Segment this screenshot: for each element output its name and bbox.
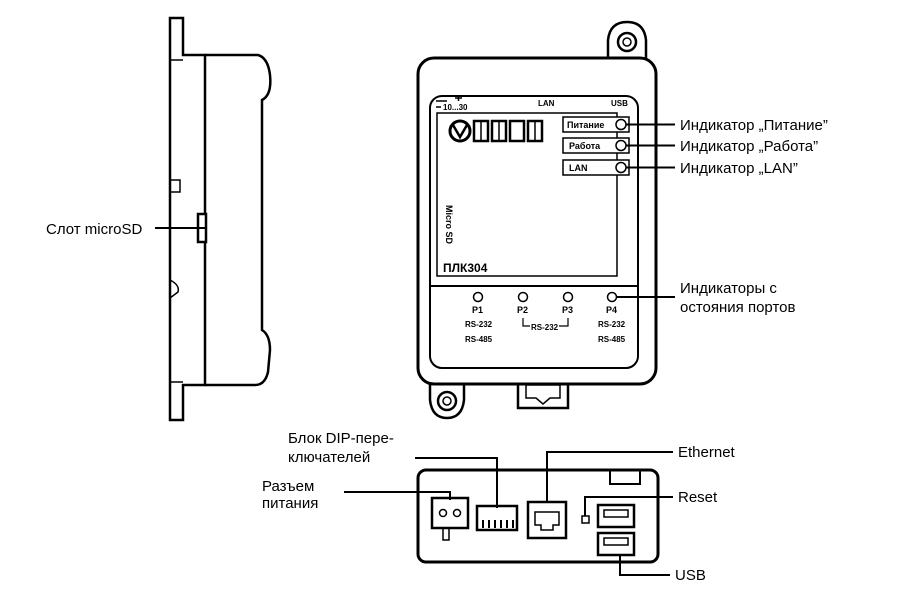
p4-rs485: RS-485 xyxy=(598,335,626,344)
callout-ports-line1: Индикаторы с xyxy=(680,280,777,297)
p1-rs232: RS-232 xyxy=(465,320,493,329)
p2-p3-bracket xyxy=(522,318,569,327)
port-p3: P3 xyxy=(562,305,573,315)
indicator-work-label: Работа xyxy=(569,141,601,151)
callout-power-indicator: Индикатор „Питание” xyxy=(680,117,828,134)
callout-power-conn-line2: питания xyxy=(262,495,318,512)
power-range-label: 10...30 xyxy=(443,103,468,112)
indicator-lan-label: LAN xyxy=(569,163,588,173)
callout-dip-line2: ключателей xyxy=(288,449,370,466)
top-lan-label: LAN xyxy=(538,99,555,108)
indicator-power-label: Питание xyxy=(567,120,604,130)
callout-lan-indicator: Индикатор „LAN” xyxy=(680,160,798,177)
callout-usb: USB xyxy=(675,567,706,584)
callout-reset: Reset xyxy=(678,489,718,506)
callout-dip-line1: Блок DIP-пере- xyxy=(288,430,394,447)
indicator-lan: LAN xyxy=(562,159,630,176)
callout-work-indicator: Индикатор „Работа” xyxy=(680,138,818,155)
port-p4: P4 xyxy=(606,305,617,315)
top-usb-label: USB xyxy=(611,99,628,108)
port-p2: P2 xyxy=(517,305,528,315)
indicator-work: Работа xyxy=(562,137,630,154)
bottom-view xyxy=(416,468,660,564)
p2p3-rs232: RS-232 xyxy=(531,323,559,332)
port-p1: P1 xyxy=(472,305,483,315)
p1-rs485: RS-485 xyxy=(465,335,493,344)
callout-power-conn-line1: Разъем xyxy=(262,478,314,495)
callout-ports-line2: остояния портов xyxy=(680,299,795,316)
side-view xyxy=(168,16,272,422)
port-indicators xyxy=(472,291,618,303)
model-label: ПЛК304 xyxy=(443,261,488,275)
callout-ethernet: Ethernet xyxy=(678,444,736,461)
brand-logo xyxy=(448,119,544,143)
microsd-vertical-label: Micro SD xyxy=(444,205,454,245)
indicator-power: Питание xyxy=(562,116,630,133)
callout-microsd: Слот microSD xyxy=(46,221,142,238)
p4-rs232: RS-232 xyxy=(598,320,626,329)
callout-lines xyxy=(155,123,675,576)
